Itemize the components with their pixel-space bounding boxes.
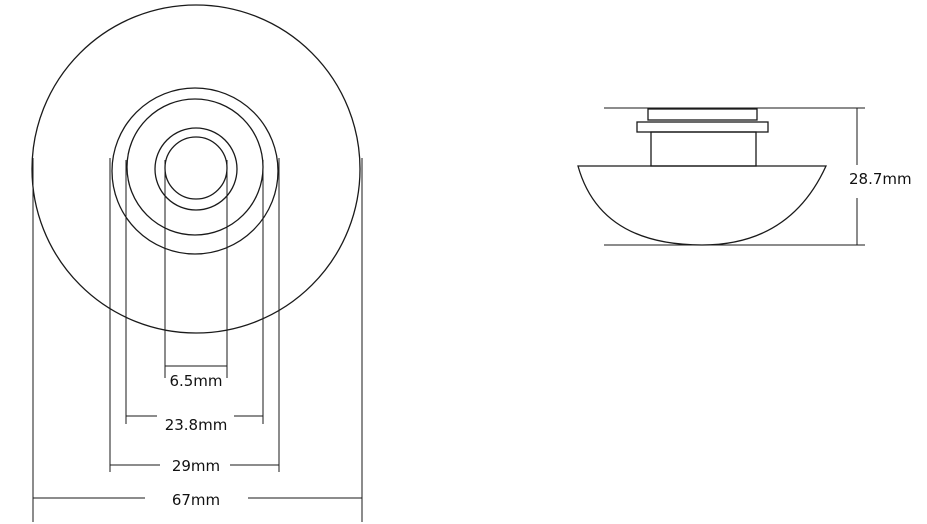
ring-23-8-circle — [126, 98, 264, 236]
dimension-lines — [33, 365, 362, 499]
dome — [577, 165, 828, 246]
inner-ring-circle — [154, 127, 238, 211]
cap-flange — [636, 121, 769, 133]
outer-disc-circle — [31, 4, 361, 334]
dim-23-8: 23.8mm — [165, 416, 228, 434]
bore-circle — [164, 136, 228, 200]
dim-29: 29mm — [172, 457, 220, 475]
cap-body — [650, 131, 757, 167]
front-view: 6.5mm 23.8mm 29mm 67mm — [31, 4, 363, 522]
extension-lines — [32, 158, 363, 522]
dim-6-5: 6.5mm — [169, 372, 222, 390]
ring-29-circle — [111, 87, 279, 255]
cap-top — [647, 108, 758, 121]
dim-67: 67mm — [172, 491, 220, 509]
dim-height: 28.7mm — [849, 170, 912, 188]
side-view: 28.7mm — [577, 107, 912, 246]
